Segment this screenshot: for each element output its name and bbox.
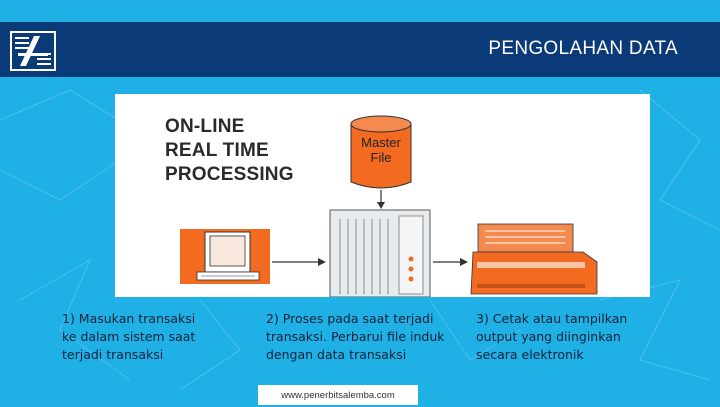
- caption-1-line-3: terjadi transaksi: [62, 347, 164, 362]
- title-bar: [0, 22, 720, 77]
- diagram-heading-line-2: REAL TIME: [165, 140, 269, 161]
- terminal-icon: [180, 229, 270, 284]
- caption-2-line-3: dengan data transaksi: [266, 347, 407, 362]
- online-processing-diagram: Master File: [180, 115, 598, 297]
- caption-1-line-1: 1) Masukan transaksi: [62, 311, 196, 326]
- diagram-heading-line-3: PROCESSING: [165, 164, 294, 185]
- caption-3-line-1: 3) Cetak atau tampilkan: [476, 311, 628, 326]
- caption-step-2: 2) Proses pada saat terjadi transaksi. P…: [266, 310, 476, 364]
- master-file-line-2: File: [371, 150, 392, 165]
- caption-2-line-2: transaksi. Perbarui file induk: [266, 329, 445, 344]
- database-icon: Master File: [350, 115, 412, 189]
- caption-1-line-2: ke dalam sistem saat: [62, 329, 196, 344]
- caption-step-1: 1) Masukan transaksi ke dalam sistem saa…: [62, 310, 267, 364]
- caption-step-3: 3) Cetak atau tampilkan output yang diin…: [476, 310, 676, 364]
- diagram-heading-line-1: ON-LINE: [165, 116, 245, 137]
- company-logo-icon: [10, 31, 56, 71]
- publisher-url[interactable]: www.penerbitsalemba.com: [258, 385, 418, 405]
- server-cabinet-icon: [329, 209, 431, 297]
- master-file-line-1: Master: [361, 135, 401, 150]
- caption-2-line-1: 2) Proses pada saat terjadi: [266, 311, 434, 326]
- caption-3-line-3: secara elektronik: [476, 347, 584, 362]
- caption-3-line-2: output yang diinginkan: [476, 329, 621, 344]
- printer-icon: [470, 223, 598, 295]
- slide-title: PENGOLAHAN DATA: [488, 38, 678, 59]
- diagram-panel: Master File: [115, 94, 650, 297]
